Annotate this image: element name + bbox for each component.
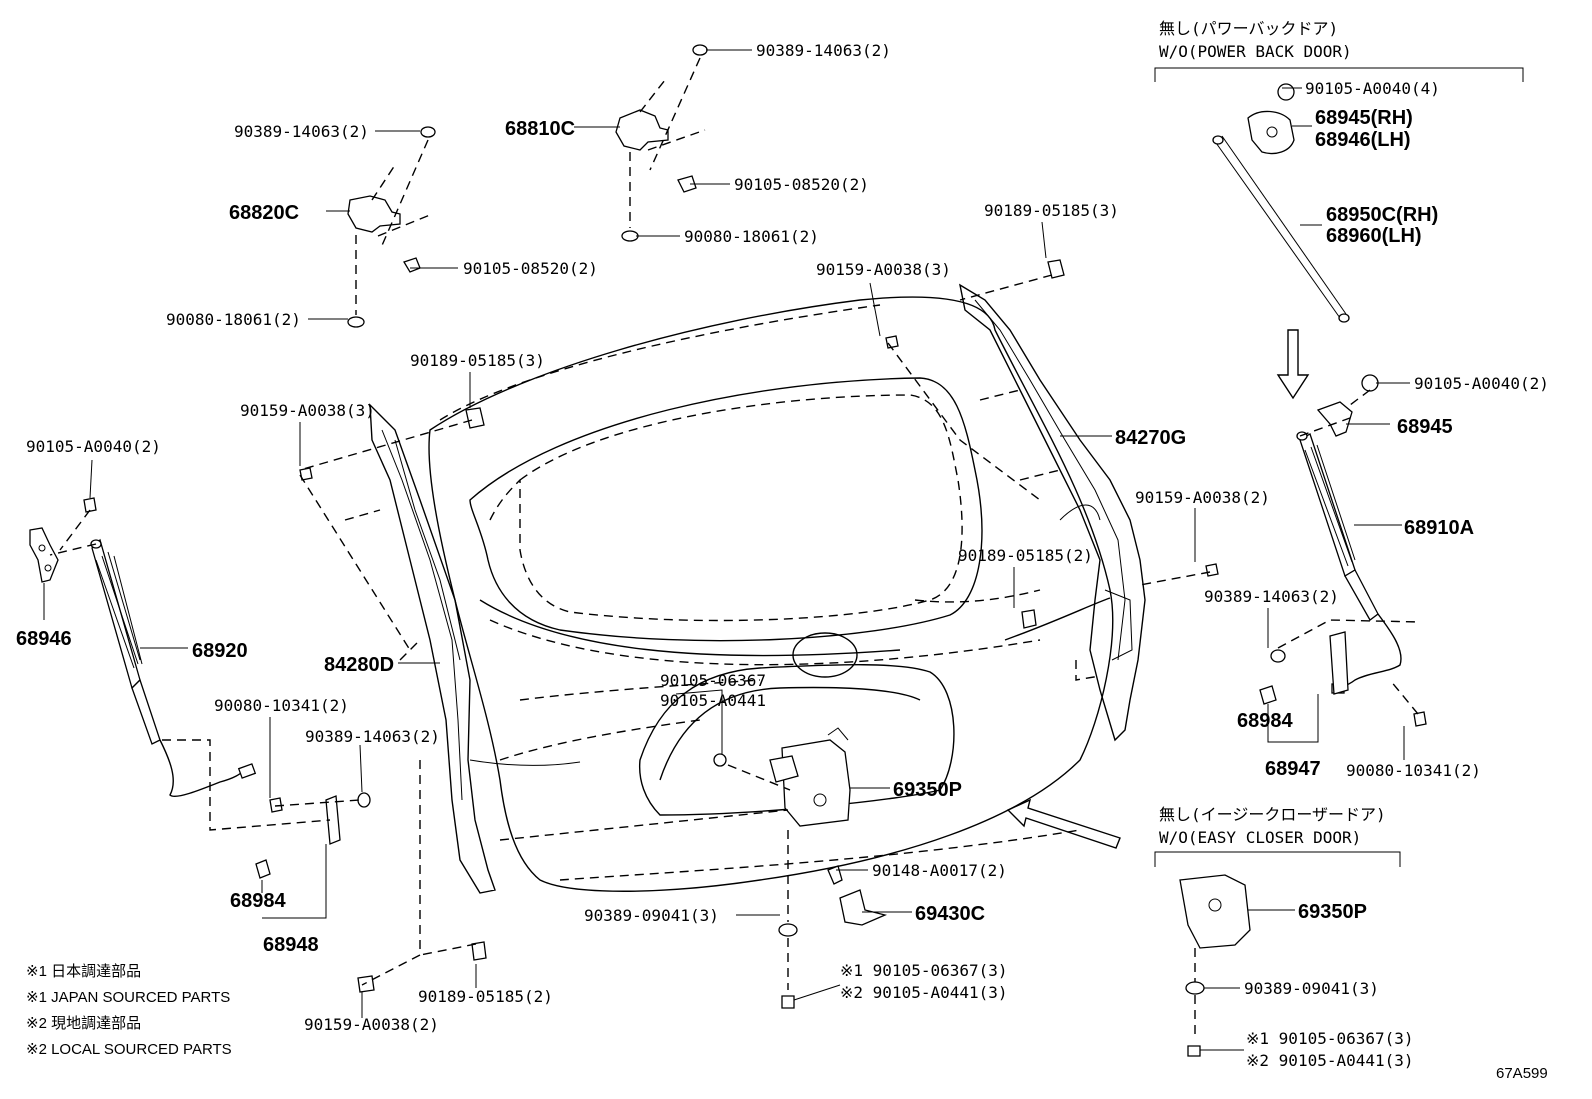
bolt-label: 90189-05185(2): [418, 987, 553, 1006]
pointer-arrow: [1006, 798, 1121, 849]
easy-closer-door-header-en: W/O(EASY CLOSER DOOR): [1159, 828, 1361, 847]
note-line: ※2 LOCAL SOURCED PARTS: [26, 1041, 232, 1058]
bolt-label: 90389-09041(3): [1244, 979, 1379, 998]
part-label-68960-lh: 68960(LH): [1326, 225, 1422, 247]
bolt-label: ※1 90105-06367(3): [1246, 1029, 1414, 1048]
bolt-label: ※2 90105-A0441(3): [840, 983, 1008, 1002]
bolt-label: 90148-A0017(2): [872, 861, 1007, 880]
strut-68910A: [1296, 431, 1402, 694]
bolt-label: 90389-14063(2): [234, 122, 369, 141]
lock-69350P: [713, 727, 851, 827]
part-label-68946-lh: 68946(LH): [1315, 129, 1411, 151]
bolt-label: 90389-14063(2): [305, 727, 440, 746]
hinge-68810C: [615, 44, 708, 242]
bolt-label: 90105-A0040(4): [1305, 79, 1440, 98]
bolt-label: 90080-18061(2): [684, 227, 819, 246]
bolt-label: ※1 90105-06367(3): [840, 961, 1008, 980]
leader-lines: [43, 49, 1410, 1051]
part-label-68984-left: 68984: [230, 890, 286, 912]
bolt-label: 90105-06367: [660, 671, 766, 690]
back-door-panel: [428, 296, 1114, 892]
part-label-84270G: 84270G: [1115, 427, 1186, 449]
dashed-connections: [49, 274, 1421, 986]
power-back-door-header-jp: 無し(パワーバックドア): [1159, 19, 1338, 38]
bolt-label: 90080-18061(2): [166, 310, 301, 329]
bolt-label: 90105-08520(2): [734, 175, 869, 194]
part-label-68910A: 68910A: [1404, 517, 1474, 539]
easy-closer-door-header-jp: 無し(イージークローザードア): [1159, 805, 1386, 824]
part-label-68984-right: 68984: [1237, 710, 1293, 732]
part-label-68945: 68945: [1397, 416, 1453, 438]
bracket-68945-68946: [1247, 83, 1295, 155]
bolt-label: 90189-05185(2): [958, 546, 1093, 565]
part-label-69350P-alt: 69350P: [1298, 901, 1367, 923]
bolt-label: 90159-A0038(3): [816, 260, 951, 279]
note-line: ※1 日本調達部品: [26, 963, 141, 980]
bolt-label: 90159-A0038(2): [304, 1015, 439, 1034]
strut-68920: [90, 538, 257, 797]
part-label-68810C: 68810C: [505, 118, 575, 140]
part-label-69350P: 69350P: [893, 779, 962, 801]
part-label-68950C-rh: 68950C(RH): [1326, 204, 1438, 226]
part-label-68947: 68947: [1265, 758, 1321, 780]
bolt-label: 90189-05185(3): [410, 351, 545, 370]
strut-68950C: [1212, 135, 1350, 323]
fasteners-misc: [83, 259, 1427, 993]
variant-bracket-closer: [1154, 851, 1401, 867]
bolt-label: 90105-A0040(2): [1414, 374, 1549, 393]
down-arrow: [1276, 329, 1310, 400]
labels: 無し(パワーバックドア) W/O(POWER BACK DOOR) 無し(イージ…: [16, 19, 1549, 1082]
trim-84280D: [369, 403, 496, 894]
bolt-label: 90389-14063(2): [756, 41, 891, 60]
bolt-label: 90080-10341(2): [1346, 761, 1481, 780]
part-label-68920: 68920: [192, 640, 248, 662]
part-label-68945-rh: 68945(RH): [1315, 107, 1413, 129]
bracket-68945: [1316, 374, 1379, 437]
hinge-68820C: [347, 126, 436, 328]
bolt-label: 90189-05185(3): [984, 201, 1119, 220]
bolt-label: ※2 90105-A0441(3): [1246, 1051, 1414, 1070]
part-label-68946: 68946: [16, 628, 72, 650]
bolt-label: 90105-A0441: [660, 691, 766, 710]
bolt-label: 90159-A0038(3): [240, 401, 375, 420]
clips-bottom: [499, 809, 798, 1009]
bolt-label: 90080-10341(2): [214, 696, 349, 715]
variant-bracket-power: [1154, 67, 1524, 82]
part-label-69430C: 69430C: [915, 903, 985, 925]
part-label-68948: 68948: [263, 934, 319, 956]
bolt-label: 90105-08520(2): [463, 259, 598, 278]
power-back-door-header-en: W/O(POWER BACK DOOR): [1159, 42, 1352, 61]
figure-code: 67A599: [1496, 1065, 1548, 1082]
part-label-84280D: 84280D: [324, 654, 394, 676]
note-line: ※2 現地調達部品: [26, 1015, 141, 1032]
bolt-label: 90159-A0038(2): [1135, 488, 1270, 507]
part-label-68820C: 68820C: [229, 202, 299, 224]
lock-69350P-alt: [1179, 874, 1251, 1057]
note-line: ※1 JAPAN SOURCED PARTS: [26, 989, 230, 1006]
trim-84270G: [959, 283, 1146, 742]
bolt-label: 90389-14063(2): [1204, 587, 1339, 606]
bracket-68946-left: [29, 527, 59, 583]
bolt-label: 90389-09041(3): [584, 906, 719, 925]
bolt-label: 90105-A0040(2): [26, 437, 161, 456]
